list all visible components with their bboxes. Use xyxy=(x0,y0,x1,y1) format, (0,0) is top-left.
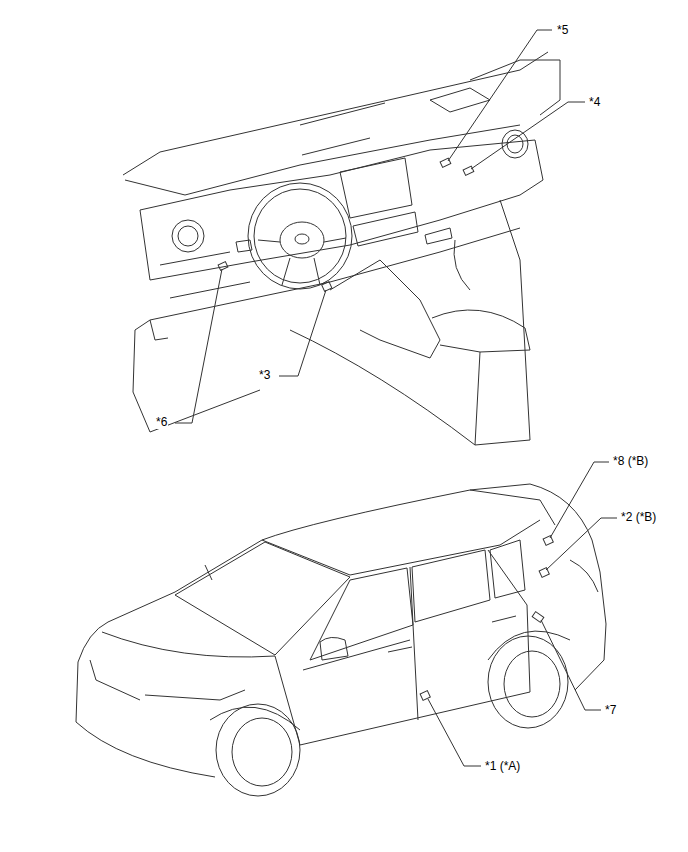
headlight xyxy=(90,660,140,700)
front-arch xyxy=(210,707,300,730)
callout-number: *1 (*A) xyxy=(484,759,521,773)
vent xyxy=(502,130,528,158)
floor-tunnel xyxy=(290,330,475,445)
left-panel xyxy=(133,330,260,432)
door-handle xyxy=(492,616,516,622)
vent xyxy=(178,226,198,246)
windshield xyxy=(175,542,350,655)
leader-line xyxy=(546,518,617,570)
front-bumper xyxy=(76,662,215,777)
vent xyxy=(172,220,204,252)
part xyxy=(218,262,228,271)
callout-number: *4 xyxy=(588,95,601,109)
dash-upper-edge xyxy=(125,125,520,195)
leader-line xyxy=(428,699,481,766)
steering-hub xyxy=(280,222,324,258)
leader-line xyxy=(448,30,552,161)
car-body xyxy=(78,484,606,690)
callout-number: *6 xyxy=(155,415,168,429)
dash-lower xyxy=(135,228,520,330)
switch xyxy=(425,228,452,244)
right-panel xyxy=(475,200,530,445)
callout-number: *7 xyxy=(604,703,617,717)
mirror xyxy=(320,637,348,660)
defroster xyxy=(302,138,370,155)
center-panel xyxy=(353,212,418,246)
part xyxy=(420,691,430,701)
leader-line xyxy=(550,462,609,538)
dash-line xyxy=(160,252,230,265)
pedal-area xyxy=(150,320,168,340)
leader-line xyxy=(541,620,601,710)
part xyxy=(532,612,544,623)
rear-arch xyxy=(488,631,570,660)
door-handle xyxy=(388,647,412,652)
callout-number: *3 xyxy=(258,368,271,382)
right-panel xyxy=(454,240,470,290)
front-wheel xyxy=(216,704,300,796)
side-sill xyxy=(300,692,530,745)
steering-hub xyxy=(295,234,309,244)
armrest xyxy=(432,310,530,352)
center-display xyxy=(340,158,412,218)
steering-spokes xyxy=(258,238,346,285)
front-window xyxy=(310,568,413,660)
part xyxy=(322,282,332,292)
defroster xyxy=(300,103,385,125)
console-side xyxy=(475,352,480,445)
tail-light xyxy=(570,560,598,592)
headlight xyxy=(145,690,245,700)
steering-wheel xyxy=(248,183,352,289)
rear-window xyxy=(412,550,490,622)
door-line xyxy=(410,567,418,720)
dash-line xyxy=(170,282,250,298)
leader-line xyxy=(175,269,222,423)
door-line xyxy=(488,550,530,692)
leader-line xyxy=(279,290,326,376)
console xyxy=(330,260,440,358)
vent xyxy=(507,135,523,153)
part xyxy=(463,166,474,175)
front-wheel xyxy=(232,718,292,786)
mirror-mark xyxy=(205,565,212,580)
rear-wheel xyxy=(504,651,560,717)
dash-top-right xyxy=(470,60,560,115)
callout-number: *8 (*B) xyxy=(612,454,649,468)
steering-wheel xyxy=(254,189,346,283)
roof-rear xyxy=(470,490,555,525)
switch xyxy=(236,240,252,252)
part xyxy=(543,536,553,546)
part xyxy=(539,568,549,578)
callout-number: *5 xyxy=(556,23,569,37)
dash-top xyxy=(123,52,548,175)
door-crease xyxy=(303,640,410,670)
dash-panel xyxy=(430,88,490,112)
leader-line xyxy=(471,102,585,169)
hood xyxy=(102,632,275,657)
callout-number: *2 (*B) xyxy=(620,510,657,524)
quarter-window xyxy=(490,540,525,598)
